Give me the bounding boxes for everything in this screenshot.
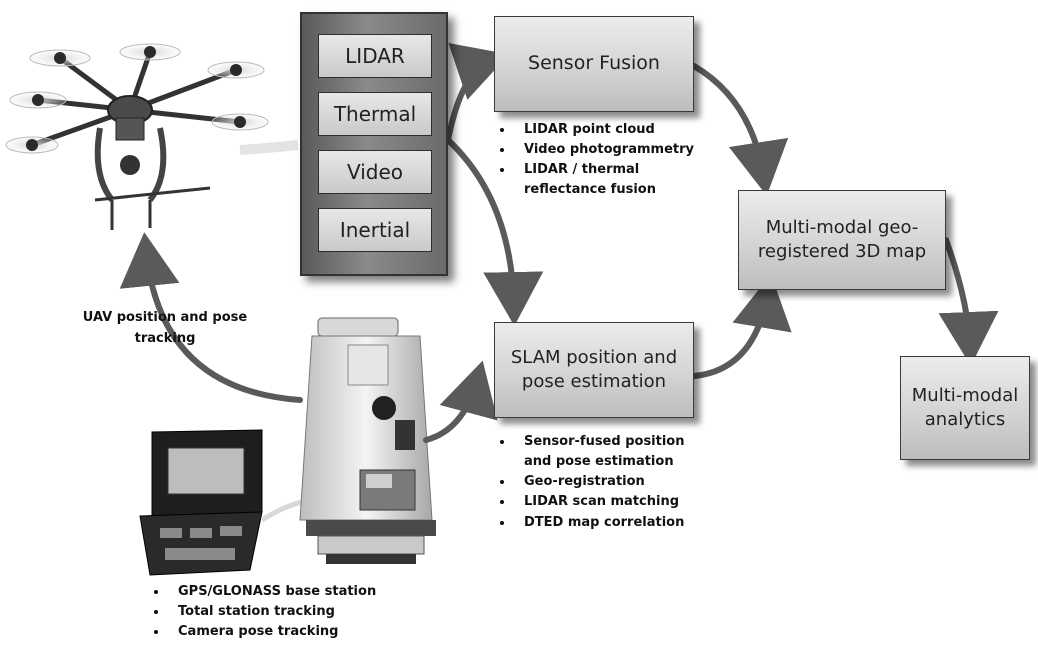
uav-drone-illustration — [5, 43, 299, 230]
list-item: Camera pose tracking — [168, 622, 376, 642]
sensor-fusion-box: Sensor Fusion — [494, 16, 694, 112]
slam-box: SLAM position and pose estimation — [494, 322, 694, 418]
list-item: Geo-registration — [514, 472, 685, 492]
list-item: Video photogrammetry — [514, 140, 694, 160]
total-station-illustration — [299, 317, 436, 564]
connector-arrows — [119, 42, 999, 443]
sensor-lidar: LIDAR — [318, 34, 432, 78]
slam-bullet-list: Sensor-fused position and pose estimatio… — [492, 432, 685, 533]
list-item: LIDAR / thermal reflectance fusion — [514, 160, 694, 200]
slam-label: SLAM position and pose estimation — [510, 346, 678, 392]
list-item: LIDAR scan matching — [514, 492, 685, 512]
sensor-fusion-label: Sensor Fusion — [528, 52, 660, 75]
list-item: LIDAR point cloud — [514, 120, 694, 140]
list-item: DTED map correlation — [514, 513, 685, 533]
control-case-illustration — [139, 429, 311, 576]
sensor-inertial: Inertial — [318, 208, 432, 252]
analytics-label: Multi-modal analytics — [911, 384, 1019, 430]
analytics-box: Multi-modal analytics — [900, 356, 1030, 460]
sensor-payload-panel: LIDAR Thermal Video Inertial — [300, 12, 448, 276]
list-item: Total station tracking — [168, 602, 376, 622]
fusion-bullet-list: LIDAR point cloud Video photogrammetry L… — [492, 120, 694, 201]
uav-tracking-label: UAV position and pose tracking — [82, 310, 248, 346]
sensor-video: Video — [318, 150, 432, 194]
list-item: GPS/GLONASS base station — [168, 582, 376, 602]
geo-map-box: Multi-modal geo- registered 3D map — [738, 190, 946, 290]
base-station-bullet-list: GPS/GLONASS base station Total station t… — [146, 582, 376, 642]
geo-map-label: Multi-modal geo- registered 3D map — [757, 216, 927, 262]
list-item: Sensor-fused position and pose estimatio… — [514, 432, 685, 472]
sensor-thermal: Thermal — [318, 92, 432, 136]
